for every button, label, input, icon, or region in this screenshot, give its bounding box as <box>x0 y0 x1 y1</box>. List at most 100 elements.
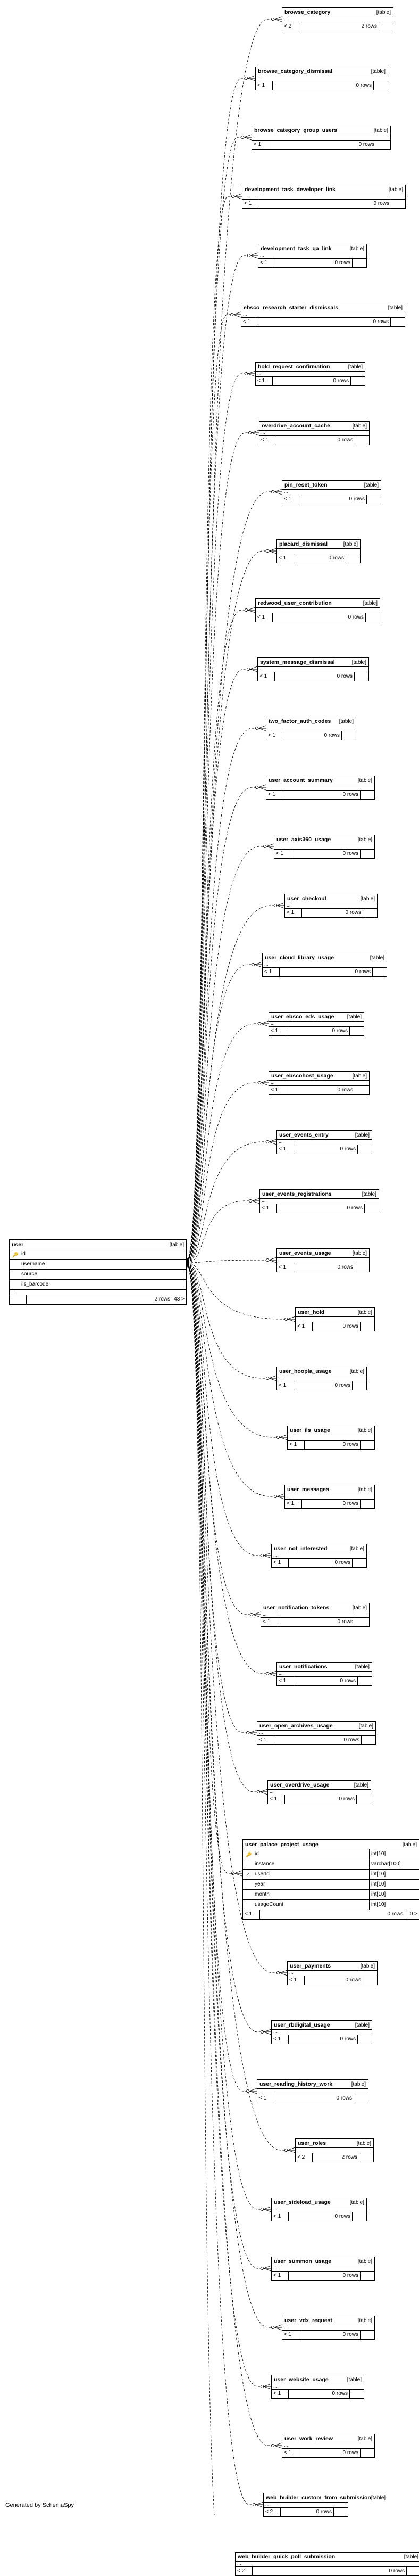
table-name: system_message_dismissal <box>260 659 335 665</box>
optional-marker <box>244 76 248 80</box>
table-header: user_ebsco_eds_usage[table] <box>269 1013 364 1022</box>
table-name: development_task_qa_link <box>261 245 332 252</box>
row-count: 0 rows <box>313 1322 361 1331</box>
table-kind: [table] <box>357 1486 372 1493</box>
crows-foot-marker <box>279 1434 288 1441</box>
children-count <box>361 1441 374 1449</box>
table-header: user_axis360_usage[table] <box>274 835 374 844</box>
row-count: 0 rows <box>269 141 376 149</box>
crows-foot-marker <box>266 843 274 850</box>
more-columns: ... <box>277 1671 372 1677</box>
table-kind: [table] <box>352 1604 367 1611</box>
optional-marker <box>265 1140 270 1144</box>
row-count: 0 rows <box>286 1086 355 1094</box>
column-name: year <box>243 1880 370 1889</box>
table-ebsco-research-starter-dismissals[interactable]: ebsco_research_starter_dismissals[table]… <box>241 303 405 327</box>
children-count: 0 > <box>409 1911 417 1917</box>
table-column: id🔑int[10] <box>243 1849 419 1859</box>
column-name: id🔑 <box>243 1849 370 1859</box>
more-columns: ... <box>263 962 387 968</box>
crows-foot-marker <box>263 2265 272 2272</box>
relation-line-user-reading-history-work <box>187 1265 266 2092</box>
table-name: browse_category_dismissal <box>258 68 333 75</box>
table-web-builder-quick-poll-submission[interactable]: web_builder_quick_poll_submission[table]… <box>235 2552 419 2576</box>
table-kind: [table] <box>351 659 366 665</box>
crows-foot-marker <box>269 1375 277 1381</box>
table-kind: [table] <box>388 186 403 193</box>
children-count <box>358 1677 372 1685</box>
table-header: user_notification_tokens[table] <box>261 1603 369 1612</box>
table-kind: [table] <box>357 836 372 843</box>
table-header: user_ils_usage[table] <box>288 1426 374 1435</box>
optional-marker <box>255 726 259 730</box>
table-user-palace-project-usage[interactable]: user_palace_project_usage[table]id🔑int[1… <box>242 1839 419 1920</box>
table-header: pin_reset_token[table] <box>282 481 381 490</box>
row-count: 0 rows <box>274 1736 362 1744</box>
children-count <box>366 613 380 622</box>
optional-marker <box>257 1081 262 1085</box>
table-kind: [table] <box>404 2554 418 2560</box>
table-browse-category-group-users[interactable]: browse_category_group_users[table]...< 1… <box>252 126 391 150</box>
crows-foot-marker <box>250 252 258 259</box>
table-development-task-developer-link[interactable]: development_task_developer_link[table]..… <box>242 185 406 209</box>
parents-count: < 1 <box>282 2449 299 2457</box>
table-header: browse_category_group_users[table] <box>252 126 390 135</box>
more-columns: ... <box>257 2088 368 2094</box>
foreign-key-icon: ↗ <box>246 1872 250 1878</box>
table-web-builder-custom-from-submission[interactable]: web_builder_custom_from_submission[table… <box>263 2493 386 2517</box>
optional-marker <box>260 2030 264 2034</box>
crows-foot-marker <box>252 1198 260 1204</box>
crows-foot-marker <box>247 371 256 377</box>
parents-count: < 1 <box>268 1795 285 1804</box>
more-columns: ... <box>256 76 388 81</box>
